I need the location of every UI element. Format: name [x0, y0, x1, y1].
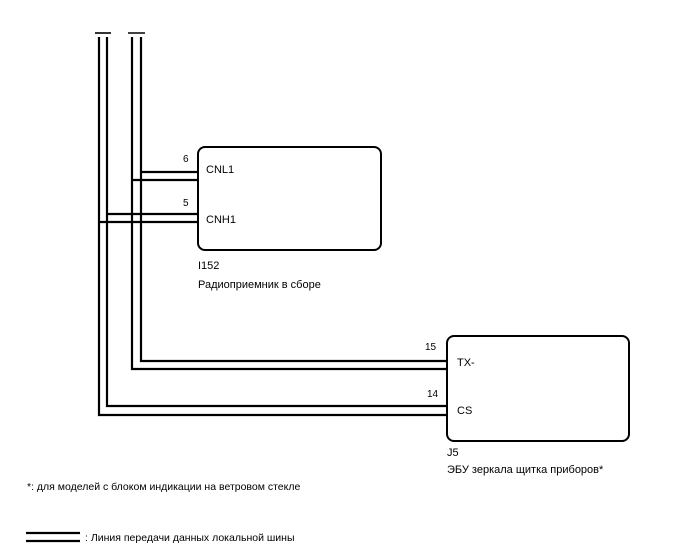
pin-number-tx: 15 [425, 342, 437, 353]
legend-label: : Линия передачи данных локальной шины [85, 532, 295, 544]
wire-cnh1-inner [105, 37, 447, 408]
component-i152-box [197, 146, 382, 251]
legend-line-symbol [26, 531, 80, 543]
component-name-i152: Радиоприемник в сборе [198, 279, 321, 291]
legend: : Линия передачи данных локальной шины [26, 531, 295, 544]
footnote: *: для моделей с блоком индикации на вет… [27, 481, 300, 493]
wire-cnh1-outer [97, 37, 447, 417]
component-j5-box [446, 335, 630, 442]
component-name-j5: ЭБУ зеркала щитка приборов* [447, 464, 604, 476]
signal-label-cs: CS [457, 405, 472, 417]
signal-label-cnh1: CNH1 [206, 214, 236, 226]
wire-cnl1-inner [139, 37, 447, 363]
pin-number-cnh1: 5 [183, 198, 189, 209]
pin-number-cs: 14 [427, 389, 439, 400]
pin-number-cnl1: 6 [183, 154, 189, 165]
wire-cnl1-outer [130, 37, 447, 371]
bus-lines [97, 37, 447, 417]
signal-label-tx: TX- [457, 357, 475, 369]
component-id-i152: I152 [198, 260, 219, 272]
component-id-j5: J5 [447, 447, 459, 459]
signal-label-cnl1: CNL1 [206, 164, 234, 176]
